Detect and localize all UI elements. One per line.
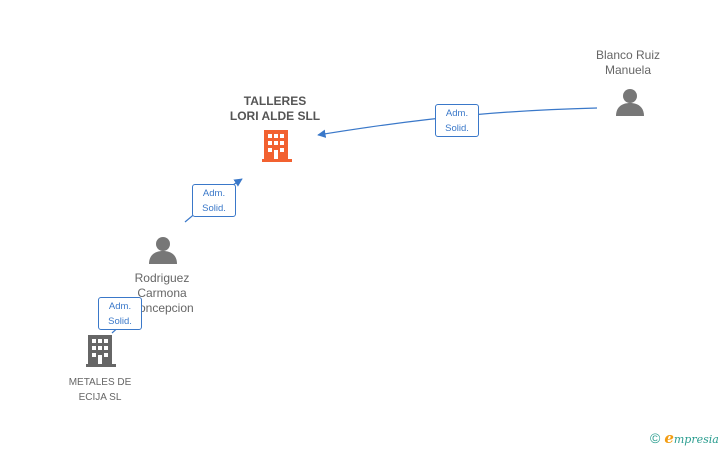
edge-badge-blanco-to-main[interactable]: Adm. Solid.: [435, 104, 479, 137]
rodriguez-name-line2: Carmona: [137, 286, 187, 300]
brand-watermark: © empresia: [650, 428, 719, 448]
metales-label[interactable]: METALES DE ECIJA SL: [50, 375, 150, 405]
metales-building-icon[interactable]: [86, 335, 116, 367]
rodriguez-name-line1: Rodriguez: [134, 271, 190, 285]
main-company-label[interactable]: TALLERES LORI ALDE SLL: [220, 94, 330, 124]
copyright-icon: ©: [650, 430, 661, 446]
edge-badge-line2: Solid.: [445, 123, 469, 134]
edge-badge-line1: Adm.: [202, 188, 226, 199]
edge-badge-line1: Adm.: [445, 108, 469, 119]
metales-name-line2: ECIJA SL: [78, 392, 122, 403]
rodriguez-name-line3: Concepcion: [130, 301, 194, 315]
brand-logo: empresia: [664, 429, 719, 447]
edge-badge-metales-to-rodriguez[interactable]: Adm. Solid.: [98, 297, 142, 330]
edge-badge-line2: Solid.: [202, 203, 226, 214]
edge-badge-line1: Adm.: [108, 301, 132, 312]
edge-badge-rodriguez-to-main[interactable]: Adm. Solid.: [192, 184, 236, 217]
rodriguez-label[interactable]: Rodriguez Carmona Concepcion: [112, 271, 212, 316]
blanco-name-line1: Blanco Ruiz: [595, 48, 661, 62]
blanco-person-icon[interactable]: [616, 89, 644, 116]
main-company-building-icon[interactable]: [262, 130, 292, 162]
main-company-name-line2: LORI ALDE SLL: [229, 109, 321, 123]
edge-badge-line2: Solid.: [108, 316, 132, 327]
metales-name-line1: METALES DE: [68, 377, 132, 388]
main-company-name-line1: TALLERES: [243, 94, 307, 108]
rodriguez-person-icon[interactable]: [149, 237, 177, 264]
blanco-label[interactable]: Blanco Ruiz Manuela: [580, 48, 676, 78]
blanco-name-line2: Manuela: [604, 63, 652, 77]
